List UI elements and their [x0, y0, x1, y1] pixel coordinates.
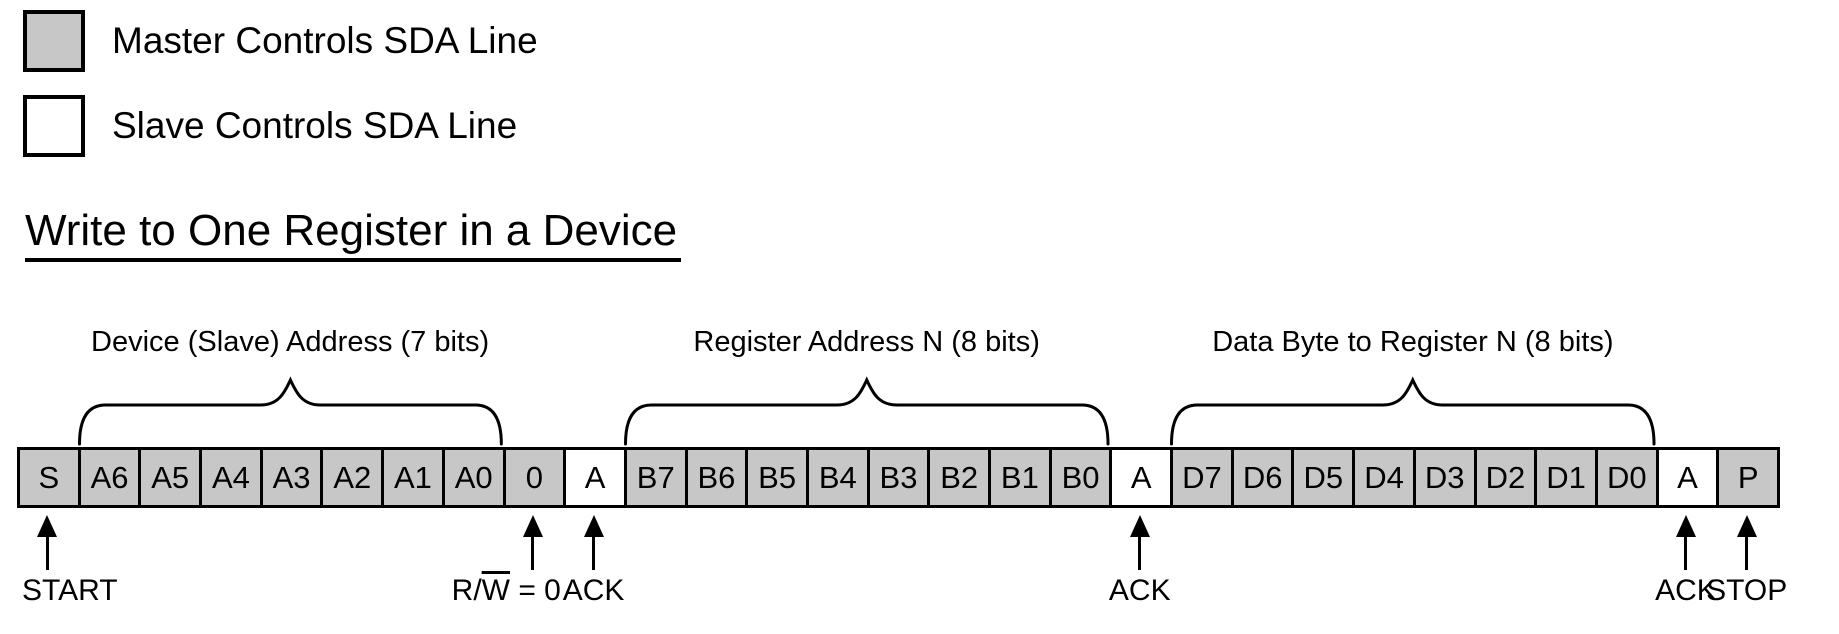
bit-cell-a1-6: A1 — [381, 447, 445, 508]
up-arrow-icon — [1736, 515, 1757, 570]
bit-cell-d2-24: D2 — [1473, 447, 1538, 508]
legend-label-master: Master Controls SDA Line — [112, 20, 538, 61]
bit-cell-p-28: P — [1716, 447, 1780, 508]
bit-cell-d5-21: D5 — [1291, 447, 1356, 508]
bit-cell-b7-10: B7 — [623, 447, 688, 508]
plain-text: R/ — [451, 574, 482, 607]
arrow-stem — [1684, 537, 1688, 570]
bit-cell-a4-3: A4 — [199, 447, 263, 508]
bit-cell-0-8: 0 — [502, 447, 567, 508]
group-label: Device (Slave) Address (7 bits) — [91, 326, 490, 358]
plain-text: = 0 — [509, 574, 561, 607]
brace-icon — [623, 376, 1110, 446]
bit-cell-d1-25: D1 — [1534, 447, 1598, 508]
brace-icon — [77, 376, 503, 446]
bit-cell-a-9: A — [563, 447, 627, 508]
bit-group-0: Device (Slave) Address (7 bits) — [77, 325, 503, 446]
bit-cell-b5-12: B5 — [745, 447, 809, 508]
up-arrow-icon — [1129, 515, 1150, 570]
annotation-label-4: ACK — [1655, 574, 1717, 607]
annotation-label-3: ACK — [1108, 574, 1171, 607]
bit-cell-a5-2: A5 — [138, 447, 203, 508]
legend-swatch-slave — [23, 95, 85, 157]
up-arrow-icon — [522, 515, 543, 570]
bit-cell-a6-1: A6 — [77, 447, 142, 508]
arrow-head — [583, 515, 604, 537]
brace-icon — [1170, 376, 1656, 446]
bit-cell-a-18: A — [1109, 447, 1174, 508]
bit-cell-a0-7: A0 — [441, 447, 506, 508]
arrow-head — [37, 515, 58, 537]
arrow-stem — [1138, 537, 1142, 570]
bit-cell-d7-19: D7 — [1170, 447, 1234, 508]
arrow-head — [1129, 515, 1150, 537]
up-arrow-icon — [1675, 515, 1696, 570]
legend-label-slave: Slave Controls SDA Line — [112, 105, 518, 146]
group-label: Register Address N (8 bits) — [693, 326, 1040, 358]
bit-cell-b1-16: B1 — [988, 447, 1052, 508]
bit-cell-b6-11: B6 — [684, 447, 749, 508]
up-arrow-icon — [583, 515, 604, 570]
up-arrow-icon — [37, 515, 58, 570]
bit-cell-b4-13: B4 — [805, 447, 870, 508]
bit-cell-b0-17: B0 — [1048, 447, 1113, 508]
group-label: Data Byte to Register N (8 bits) — [1212, 326, 1614, 358]
bit-cell-d0-26: D0 — [1594, 447, 1659, 508]
arrow-stem — [592, 537, 596, 570]
bit-cell-s-0: S — [17, 447, 81, 508]
annotation-label-5: STOP — [1706, 574, 1788, 607]
arrow-head — [1675, 515, 1696, 537]
bit-cell-b2-15: B2 — [927, 447, 992, 508]
arrow-stem — [45, 537, 49, 570]
bit-group-1: Register Address N (8 bits) — [623, 325, 1110, 446]
arrow-head — [522, 515, 543, 537]
page-title: Write to One Register in a Device — [25, 206, 682, 262]
bit-cell-a-27: A — [1655, 447, 1720, 508]
bit-cell-d4-22: D4 — [1352, 447, 1416, 508]
arrow-head — [1736, 515, 1757, 537]
bit-cell-a2-5: A2 — [320, 447, 385, 508]
arrow-stem — [531, 537, 535, 570]
bit-cell-a3-4: A3 — [259, 447, 324, 508]
arrow-stem — [1745, 537, 1749, 570]
bit-group-2: Data Byte to Register N (8 bits) — [1170, 325, 1656, 446]
legend-swatch-master — [23, 10, 85, 72]
bit-cell-b3-14: B3 — [866, 447, 931, 508]
annotation-label-2: ACK — [562, 574, 625, 607]
annotation-label-0: START — [22, 574, 118, 607]
bit-cell-d6-20: D6 — [1230, 447, 1295, 508]
bit-cell-d3-23: D3 — [1412, 447, 1477, 508]
overlined-text: W — [481, 574, 510, 607]
annotation-label-1: R/W = 0 — [452, 574, 561, 608]
